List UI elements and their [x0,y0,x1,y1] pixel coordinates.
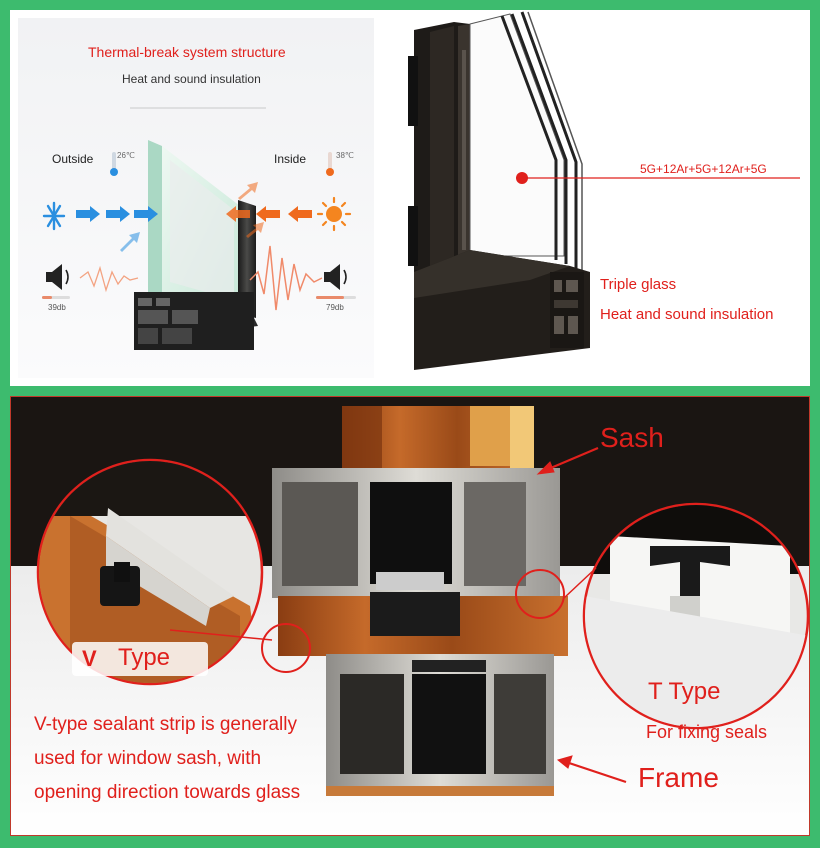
v-type-marker [261,623,311,673]
sash-lip [510,406,534,486]
frame-bridge [412,660,486,672]
profile-chamber [138,298,152,306]
profile-chamber [138,328,158,344]
sound-wave-outside [79,265,139,293]
glass-reflection [170,160,234,300]
sound-wave-inside [249,245,323,311]
v-type-connector [169,629,273,641]
sound-level-fill [42,296,52,299]
sun-icon [316,196,352,232]
glass-spec: 5G+12Ar+5G+12Ar+5G [640,162,767,176]
profile-photo [10,396,810,836]
triple-glass-window [408,11,800,370]
outside-label: Outside [52,152,94,166]
frame-mullion [238,200,256,318]
outside-temp: 26℃ [117,151,135,160]
sound-level-fill [316,296,344,299]
inside-label: Inside [274,152,307,166]
frame-insulation-bar [412,674,486,774]
frame-arrow [556,755,627,784]
sash-rib [376,572,444,590]
inside-sound-level: 79db [326,303,344,312]
profile-chamber [156,298,170,306]
v-type-prefix: V [82,646,97,671]
sash-chamber [282,482,358,586]
t-type-label: T Type [648,678,721,705]
bottom-panel: Sash Frame V Type T Type For fixing seal… [10,396,810,836]
speaker-icon [324,264,347,290]
frame-chamber [340,674,404,774]
profile-chamber [172,310,198,324]
diagram-title: Thermal-break system structure [88,44,286,60]
v-type-label-bg [72,642,208,676]
profile-chamber [162,328,192,344]
inside-temp: 38℃ [336,151,354,160]
frame-chamber [494,674,546,774]
gasket-strip [370,592,460,636]
triple-glass-label: Triple glass [600,276,677,293]
v-type-caption-line2: used for window sash, with [34,748,262,769]
glass-edge [148,140,162,300]
t-type-connector [563,567,597,599]
v-type-caption-line1: V-type sealant strip is generally [34,714,297,735]
snowflake-icon [42,201,66,231]
sash-chamber [464,482,526,586]
cold-arrows [76,206,158,252]
diagram-subtitle: Heat and sound insulation [122,72,261,86]
outside-sound-level: 39db [48,303,66,312]
sash-arrow [536,446,599,475]
v-type-label: Type [118,644,171,671]
t-type-caption: For fixing seals [646,722,768,742]
thermal-illustration [18,11,800,378]
top-panel: Thermal-break system structure Heat and … [10,10,810,386]
speaker-icon [46,264,69,290]
frame-label: Frame [638,762,719,793]
sash-insulation-bar [370,482,452,584]
hot-arrows [226,182,312,238]
thermometer-icon [110,152,118,176]
insulation-label: Heat and sound insulation [600,306,774,323]
t-type-marker [515,569,565,619]
sash-label: Sash [600,422,664,453]
thermometer-icon [326,152,334,176]
frame-base [326,786,554,796]
v-type-caption-line3: opening direction towards glass [34,782,301,803]
profile-chamber [138,310,168,324]
